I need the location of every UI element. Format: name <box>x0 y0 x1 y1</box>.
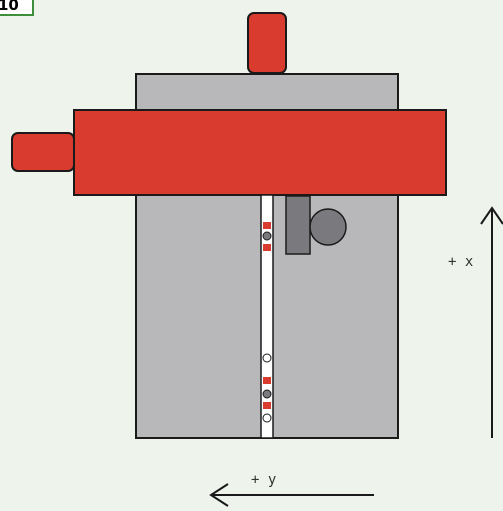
x-axis-arrowhead <box>480 206 503 225</box>
slot-marker-dot <box>262 389 272 399</box>
x-axis-label: + x <box>448 254 474 270</box>
slot-marker-open <box>262 413 272 423</box>
red-carriage <box>73 109 447 196</box>
y-axis-label: + y <box>251 472 277 488</box>
slot-marker-red <box>263 222 271 229</box>
tool-head <box>309 208 347 246</box>
vertical-slot <box>260 194 274 439</box>
slot-marker-open <box>262 353 272 363</box>
slot-marker-red <box>263 244 271 251</box>
corner-label: 10 <box>0 0 34 16</box>
left-knob <box>11 132 75 172</box>
slot-marker-red <box>263 402 271 409</box>
tool-block <box>285 195 311 255</box>
slot-marker-red <box>263 377 271 384</box>
top-knob <box>247 12 287 74</box>
slot-marker-dot <box>262 231 272 241</box>
y-axis-arrowhead <box>209 483 229 507</box>
